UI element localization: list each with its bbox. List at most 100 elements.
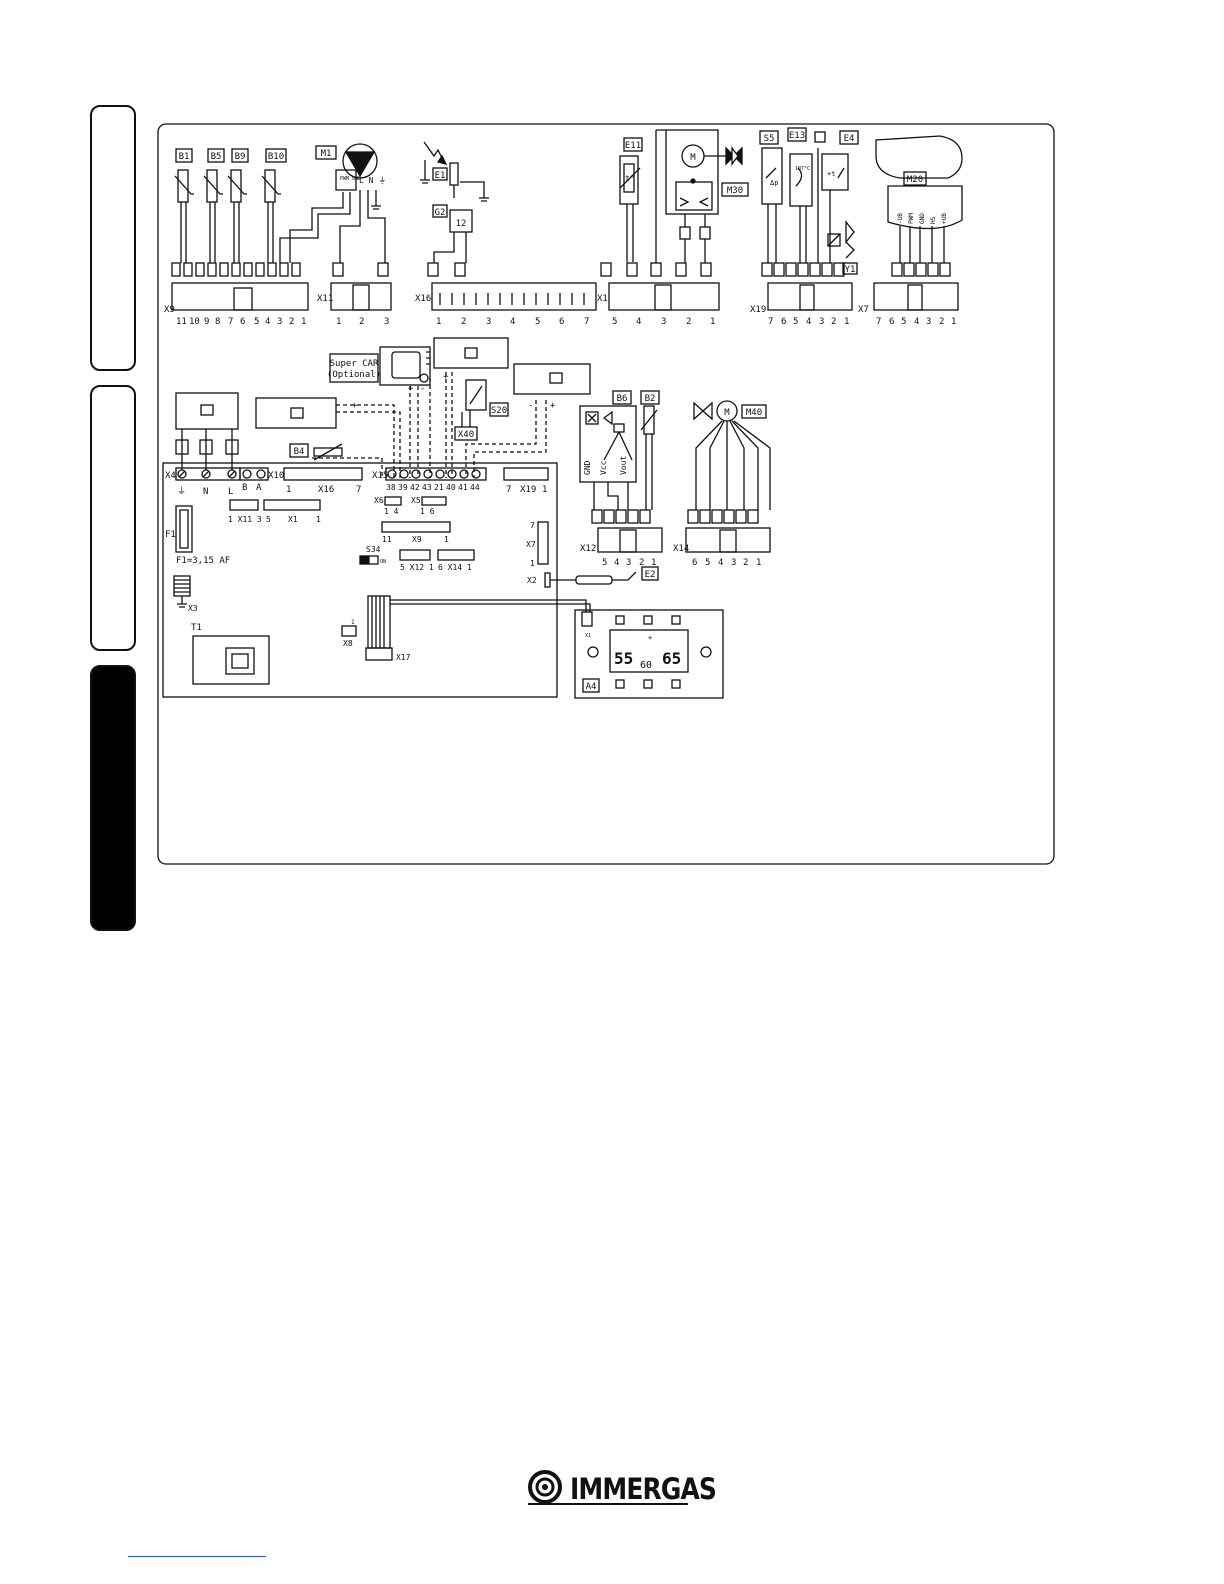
tag-s20: S20 (491, 406, 507, 416)
tag-b6: B6 (617, 394, 628, 404)
diagram-frame (157, 123, 1055, 865)
svg-text:11: 11 (176, 317, 187, 327)
svg-text:4: 4 (806, 317, 811, 327)
pins-x19: 7 6 5 4 3 2 1 (768, 317, 849, 327)
side-tab-middle[interactable] (90, 385, 136, 651)
svg-text:X3: X3 (188, 604, 198, 613)
label-x15: X15 (372, 471, 388, 481)
svg-text:2: 2 (359, 317, 364, 327)
svg-text:1: 1 (436, 317, 441, 327)
svg-text:M: M (724, 408, 730, 418)
svg-text:107°C: 107°C (795, 166, 810, 172)
display-right-value: 65 (662, 649, 681, 668)
svg-text:5: 5 (901, 317, 906, 327)
svg-text:X16: X16 (318, 485, 334, 495)
tag-b4: B4 (294, 447, 305, 457)
svg-text:6: 6 (240, 317, 245, 327)
sensor-b9-body (230, 169, 242, 203)
display-left-value: 55 (614, 649, 633, 668)
svg-text:GND: GND (919, 213, 926, 224)
super-car-group: Super CAR (Optional) + + - + - + (175, 337, 591, 478)
tag-e1: E1 (435, 171, 446, 181)
svg-text:4: 4 (718, 558, 723, 568)
svg-text:+: + (443, 372, 449, 382)
svg-text:3: 3 (661, 317, 666, 327)
tag-b2: B2 (645, 394, 656, 404)
svg-text:6: 6 (692, 558, 697, 568)
svg-text:4: 4 (636, 317, 641, 327)
svg-text:Δp: Δp (770, 179, 778, 187)
svg-text:43: 43 (422, 483, 432, 492)
svg-text:X7: X7 (526, 540, 536, 549)
svg-text:1 X11 3: 1 X11 3 (228, 515, 262, 524)
tag-e11: E11 (625, 141, 641, 151)
tag-g2: G2 (435, 208, 446, 218)
svg-text:2: 2 (939, 317, 944, 327)
svg-text:7: 7 (530, 521, 535, 530)
svg-text:11: 11 (382, 535, 392, 544)
svg-text:3: 3 (926, 317, 931, 327)
svg-text:5: 5 (266, 515, 271, 524)
svg-text:1 4: 1 4 (384, 507, 399, 516)
connector-x16: X16 1 2 3 4 5 6 7 (415, 262, 597, 327)
connector-x19: X19 7 6 5 4 3 2 1 (750, 262, 853, 327)
svg-text:+: + (352, 401, 358, 411)
safety-group: S5 Δp E13 E4 107°C +t Y1 (759, 127, 859, 275)
connector-x7: X7 7 6 5 4 3 2 1 (858, 262, 959, 327)
tag-x40: X40 (458, 430, 474, 440)
svg-text:5: 5 (705, 558, 710, 568)
label-x10: X10 (268, 471, 284, 481)
svg-text:2: 2 (461, 317, 466, 327)
super-car-line1: Super CAR (330, 359, 379, 369)
svg-text:Vout: Vout (619, 456, 628, 475)
side-tab-top[interactable] (90, 105, 136, 371)
svg-text:3: 3 (626, 558, 631, 568)
svg-text:-UB: -UB (897, 213, 904, 224)
tag-m30: M30 (727, 186, 743, 196)
svg-text:38: 38 (386, 483, 396, 492)
svg-text:HS: HS (930, 216, 937, 224)
svg-text:X8: X8 (343, 639, 353, 648)
tag-m20: M20 (907, 175, 923, 185)
svg-text:PWM: PWM (908, 213, 915, 224)
svg-text:7: 7 (876, 317, 881, 327)
svg-text:39: 39 (398, 483, 408, 492)
svg-text:X2: X2 (527, 576, 537, 585)
svg-text:-: - (528, 401, 533, 411)
svg-text:1: 1 (710, 317, 715, 327)
label-x12: X12 (580, 544, 596, 554)
side-tab-active[interactable] (90, 665, 136, 931)
pump-m1: M1 PWM GND L N ⏚ (279, 143, 386, 263)
label-f1: F1 (165, 530, 176, 540)
svg-text:7: 7 (506, 485, 511, 495)
svg-text:1: 1 (951, 317, 956, 327)
svg-text:6: 6 (559, 317, 564, 327)
svg-text:7: 7 (356, 485, 361, 495)
svg-text:X19: X19 (520, 485, 536, 495)
svg-text:X1: X1 (585, 633, 591, 639)
svg-text:1: 1 (286, 485, 291, 495)
svg-text:7: 7 (768, 317, 773, 327)
svg-text:4: 4 (914, 317, 919, 327)
svg-text:4: 4 (265, 317, 270, 327)
svg-text:1: 1 (756, 558, 761, 568)
pins-x16: 1 2 3 4 5 6 7 (436, 317, 589, 327)
svg-text:12: 12 (456, 219, 467, 229)
svg-text:3: 3 (384, 317, 389, 327)
svg-text:6: 6 (781, 317, 786, 327)
svg-text:41: 41 (458, 483, 468, 492)
svg-text:8: 8 (215, 317, 220, 327)
tag-e4: E4 (844, 134, 855, 144)
pins-x12: 5 4 3 2 1 (602, 558, 656, 568)
svg-text:X9: X9 (412, 535, 422, 544)
svg-text:+: + (550, 401, 556, 411)
pins-x15: 38 39 42 43 21 40 41 44 (386, 483, 480, 492)
svg-text:+: + (648, 634, 652, 642)
svg-text:A: A (256, 483, 262, 493)
svg-text:3: 3 (486, 317, 491, 327)
svg-text:6 X14 1: 6 X14 1 (438, 563, 472, 572)
fuse-rating: F1=3,15 AF (176, 556, 230, 566)
tag-e2: E2 (645, 570, 656, 580)
optional-wiring (312, 372, 547, 478)
